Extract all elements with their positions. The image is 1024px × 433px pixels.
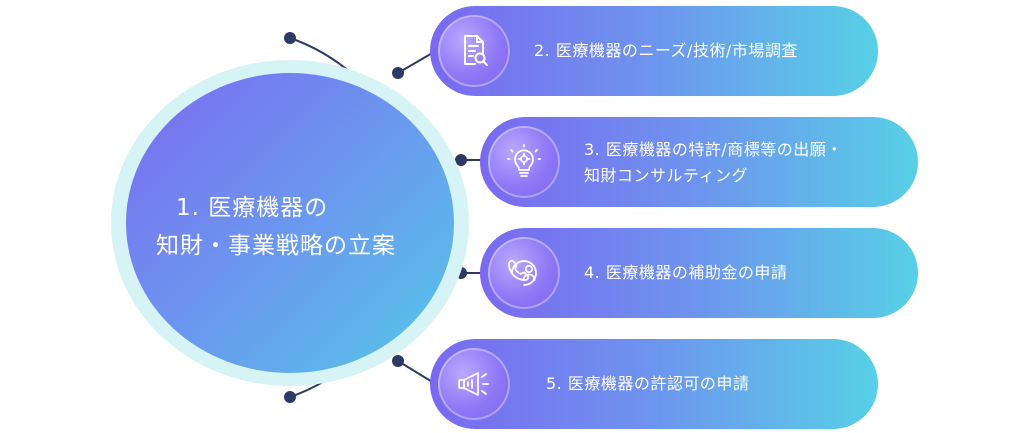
- item-label-3: 3. 医療機器の特許/商標等の出願・ 知財コンサルティング: [584, 137, 904, 189]
- item-icon-disc-5: [438, 348, 510, 420]
- item-pill-3: 3. 医療機器の特許/商標等の出願・ 知財コンサルティング: [480, 117, 918, 207]
- item-label-2: 2. 医療機器のニーズ/技術/市場調査: [534, 41, 798, 60]
- node-dot-3: [455, 154, 467, 166]
- center-title-line1: 1. 医療機器の: [176, 195, 329, 221]
- item-label-3-line2: 知財コンサルティング: [584, 166, 749, 185]
- megaphone-icon: [458, 372, 489, 396]
- center-title-line2: 知財・事業戦略の立案: [156, 233, 396, 259]
- arc-end-dot-top: [284, 32, 296, 44]
- item-label-5: 5. 医療機器の許認可の申請: [546, 374, 750, 393]
- center-circle: 1. 医療機器の 知財・事業戦略の立案: [126, 73, 454, 373]
- node-dot-2: [392, 67, 404, 79]
- item-icon-disc-3: [488, 126, 560, 198]
- item-icon-disc-4: [488, 237, 560, 309]
- lightbulb-gear-icon: [507, 144, 541, 177]
- link-line-2: [397, 51, 435, 74]
- item-pill-4: 4. 医療機器の補助金の申請: [480, 228, 918, 318]
- link-line-5: [397, 360, 435, 384]
- item-pill-5: 5. 医療機器の許認可の申請: [430, 339, 878, 429]
- support-phone-icon: [508, 259, 537, 286]
- document-search-icon: [464, 35, 488, 66]
- item-icon-disc-2: [438, 15, 510, 87]
- item-label-3-line1: 3. 医療機器の特許/商標等の出願・: [584, 140, 843, 159]
- center-title: 1. 医療機器の 知財・事業戦略の立案: [156, 189, 426, 265]
- item-label-4: 4. 医療機器の補助金の申請: [584, 263, 788, 282]
- arc-end-dot-bottom: [284, 391, 296, 403]
- item-pill-2: 2. 医療機器のニーズ/技術/市場調査: [430, 6, 878, 96]
- node-dot-5: [392, 355, 404, 367]
